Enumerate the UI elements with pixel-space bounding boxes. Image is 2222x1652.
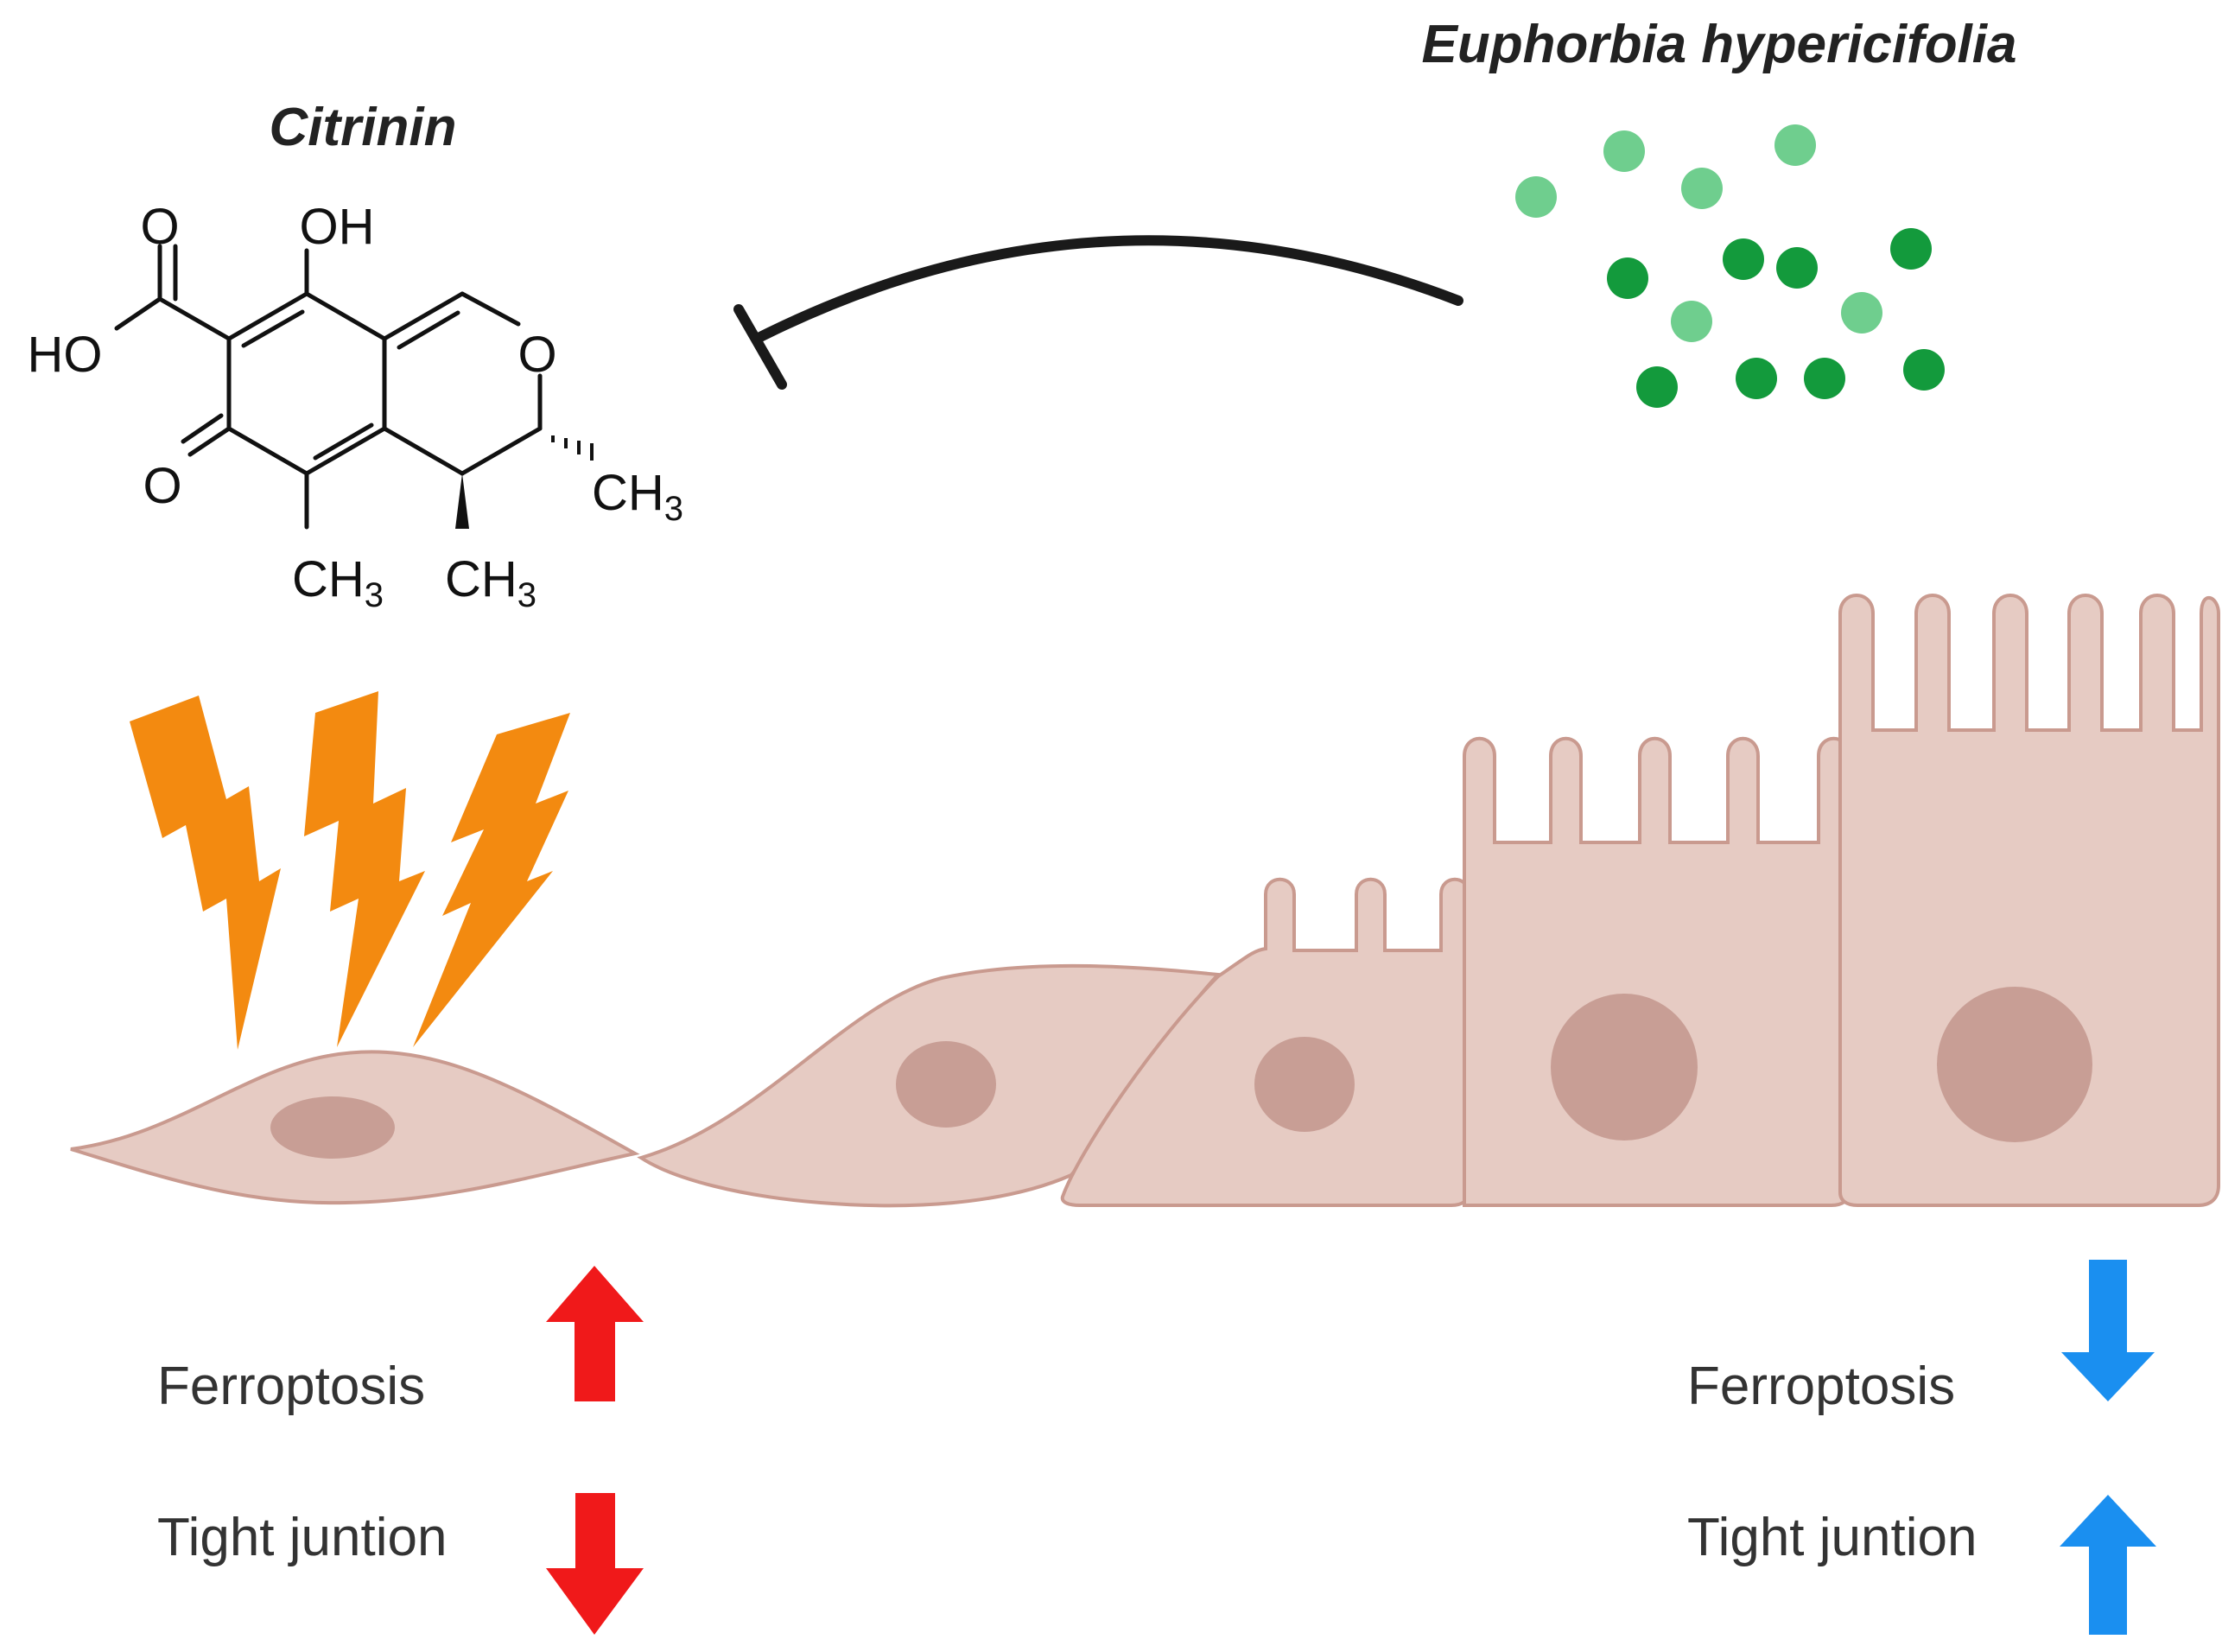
wedge-bond <box>455 473 469 529</box>
stress-lightning <box>130 691 570 1050</box>
left-tight-junction-label: Tight juntion <box>157 1508 447 1567</box>
nucleus <box>1937 987 2092 1142</box>
lightning-bolt <box>304 691 425 1047</box>
short-villi-cell <box>1060 877 1470 1207</box>
atom-ring-o: O <box>517 327 556 383</box>
particle-dark <box>1903 349 1945 391</box>
particle-light <box>1681 168 1723 209</box>
ferroptosis-down-arrow <box>2061 1260 2155 1401</box>
particle-light <box>1603 130 1645 172</box>
particle-light <box>1841 292 1882 334</box>
citrinin-title: Citrinin <box>270 98 457 157</box>
hashed-bond <box>551 435 594 461</box>
particle-dark <box>1636 366 1678 408</box>
citrinin-bonds <box>114 244 543 530</box>
extract-particles <box>1515 124 1945 408</box>
particle-dark <box>1890 228 1932 270</box>
ferroptosis-up-arrow <box>546 1266 644 1401</box>
right-tight-junction-label: Tight juntion <box>1687 1508 1977 1567</box>
atom-carbonyl-o: O <box>140 199 179 255</box>
particle-dark <box>1736 358 1777 399</box>
tight-junction-up-arrow <box>2060 1495 2156 1635</box>
atom-methyl-bottom-left: CH3 <box>292 551 384 614</box>
nucleus <box>270 1096 395 1159</box>
atom-hydroxyl-acid: HO <box>28 327 103 383</box>
lightning-bolt <box>413 713 570 1047</box>
atom-methyl-right: CH3 <box>592 465 683 528</box>
nucleus <box>1551 994 1698 1141</box>
particle-dark <box>1607 257 1648 299</box>
columnar-cell <box>1838 594 2220 1207</box>
nucleus <box>896 1041 996 1128</box>
tight-junction-down-arrow <box>546 1493 644 1635</box>
atom-methyl-bottom-right: CH3 <box>445 551 536 614</box>
particle-light <box>1671 301 1712 342</box>
right-effects: Ferroptosis Tight juntion <box>1687 1260 2156 1635</box>
citrinin-structure: Citrinin <box>28 98 684 614</box>
atom-hydroxyl-top: OH <box>300 199 375 255</box>
flat-cell <box>70 1050 640 1205</box>
medium-villi-cell <box>1463 736 1851 1207</box>
particle-dark <box>1776 247 1818 289</box>
particle-dark <box>1723 238 1764 280</box>
euphorbia-title: Euphorbia hypericifolia <box>1422 15 2017 74</box>
left-ferroptosis-label: Ferroptosis <box>157 1357 425 1416</box>
left-effects: Ferroptosis Tight juntion <box>157 1266 644 1635</box>
spindle-cell <box>637 963 1222 1208</box>
particle-light <box>1774 124 1816 166</box>
right-ferroptosis-label: Ferroptosis <box>1687 1357 1955 1416</box>
nucleus <box>1254 1037 1355 1132</box>
particle-dark <box>1804 358 1845 399</box>
inhibition-arrow <box>733 235 1463 390</box>
cell-row <box>70 594 2220 1208</box>
lightning-bolt <box>130 696 281 1050</box>
euphorbia-group: Euphorbia hypericifolia <box>1422 15 2017 408</box>
particle-light <box>1515 176 1557 218</box>
atom-ketone-o: O <box>143 458 181 514</box>
inhibition-bar <box>733 304 787 390</box>
